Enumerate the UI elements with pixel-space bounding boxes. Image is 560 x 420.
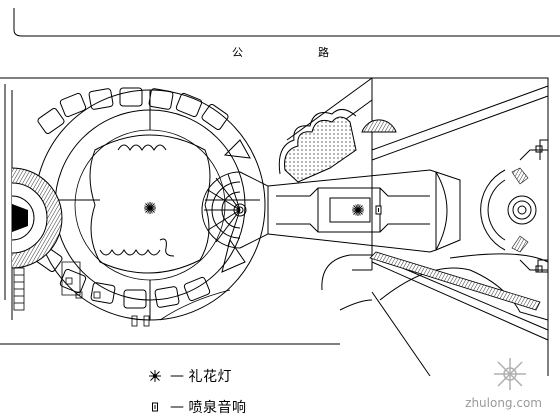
road-label-char-1: 公 xyxy=(232,46,243,59)
right-fountain-plaza xyxy=(480,139,549,273)
fireworks-light-icon xyxy=(149,370,161,382)
wavy-garden xyxy=(278,109,397,183)
left-stage xyxy=(11,167,63,269)
left-small-structures xyxy=(13,261,231,327)
fountain-speaker-marker xyxy=(375,205,382,215)
legend-label-fountain-speaker: 喷泉音响 xyxy=(188,400,247,416)
legend-dash: — xyxy=(170,368,185,384)
site-boundary xyxy=(0,77,549,376)
fireworks-light-marker xyxy=(143,201,365,217)
hatched-strip xyxy=(369,251,541,311)
central-axis xyxy=(267,77,461,271)
watermark-text: zhulong.com xyxy=(465,396,542,410)
fountain-speaker-icon xyxy=(152,402,158,412)
legend-item-fireworks-light: — 礼花灯 xyxy=(144,367,232,385)
right-plaza-hatch xyxy=(511,167,529,253)
watermark-logo-icon xyxy=(494,358,526,390)
legend-label-fireworks-light: 礼花灯 xyxy=(188,369,232,385)
right-roads xyxy=(321,85,549,377)
road-label-char-2: 路 xyxy=(318,46,329,59)
legend-dash: — xyxy=(170,399,185,415)
fan-plaza xyxy=(201,171,269,249)
road-top-edge xyxy=(13,8,560,37)
legend-item-fountain-speaker: — 喷泉音响 xyxy=(144,398,247,416)
